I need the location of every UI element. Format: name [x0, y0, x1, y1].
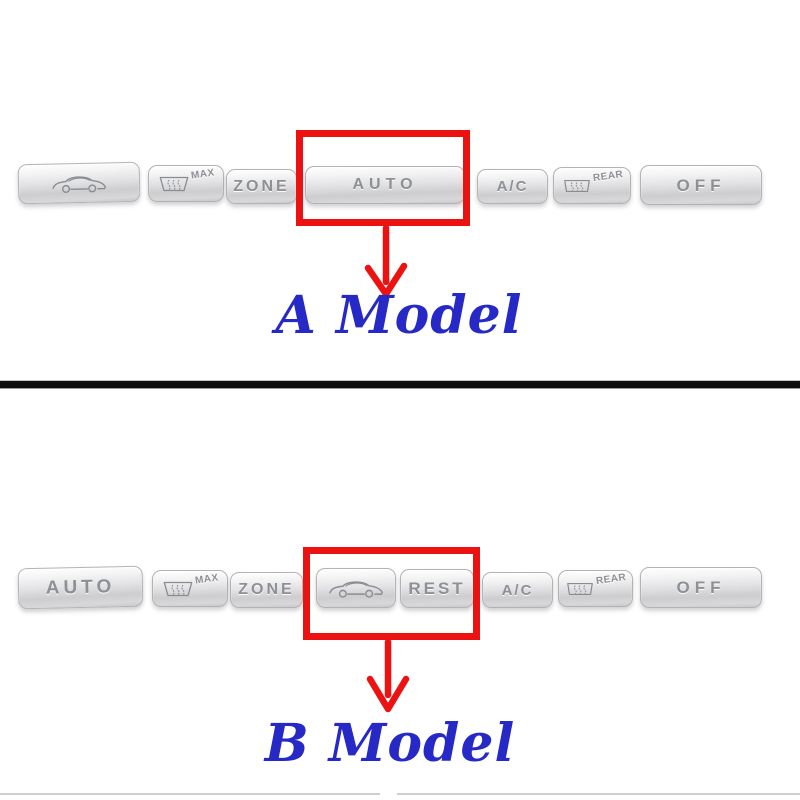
zone-label: ZONE — [238, 581, 295, 598]
button-zone: ZONE — [226, 169, 297, 204]
down-arrow-b — [366, 638, 410, 713]
button-ac: A/C — [477, 169, 548, 204]
windshield-defrost-icon — [159, 176, 189, 191]
button-auto-highlighted: AUTO — [305, 166, 465, 204]
model-b-caption: B Model — [264, 713, 516, 774]
button-front-defrost-max: MAX — [152, 570, 228, 607]
rest-label: REST — [408, 579, 466, 598]
auto-label: AUTO — [45, 576, 116, 599]
off-label: OFF — [676, 175, 726, 195]
auto-label: AUTO — [352, 176, 418, 193]
bottom-edge-line — [0, 793, 380, 795]
button-ac: A/C — [482, 572, 553, 608]
button-rear-defrost: REAR — [558, 570, 633, 607]
model-a-caption: A Model — [275, 285, 523, 346]
button-zone: ZONE — [230, 572, 303, 608]
button-recirculation — [17, 161, 141, 205]
button-off: OFF — [640, 165, 762, 205]
max-label: MAX — [190, 167, 216, 182]
rear-defrost-icon — [563, 179, 590, 192]
car-side-icon — [52, 176, 107, 193]
zone-label: ZONE — [233, 177, 290, 195]
rear-defrost-icon — [567, 582, 594, 595]
button-rest-highlighted: REST — [400, 569, 474, 608]
car-side-icon — [329, 581, 384, 598]
highlight-rectangle-a — [296, 130, 470, 226]
bottom-edge-line — [397, 793, 800, 795]
rear-label: REAR — [592, 168, 624, 185]
button-rear-defrost: REAR — [553, 167, 631, 204]
button-recirculation-highlighted — [316, 568, 396, 608]
highlight-rectangle-b — [303, 547, 480, 640]
max-label: MAX — [194, 572, 220, 587]
off-label: OFF — [676, 578, 726, 597]
section-divider — [0, 381, 800, 388]
down-arrow-a — [364, 224, 408, 298]
windshield-defrost-icon — [163, 581, 193, 596]
button-front-defrost-max: MAX — [148, 165, 224, 202]
button-auto: AUTO — [17, 565, 144, 610]
rear-label: REAR — [595, 571, 628, 588]
ac-label: A/C — [501, 581, 534, 599]
button-off: OFF — [640, 567, 762, 608]
ac-label: A/C — [496, 178, 529, 195]
